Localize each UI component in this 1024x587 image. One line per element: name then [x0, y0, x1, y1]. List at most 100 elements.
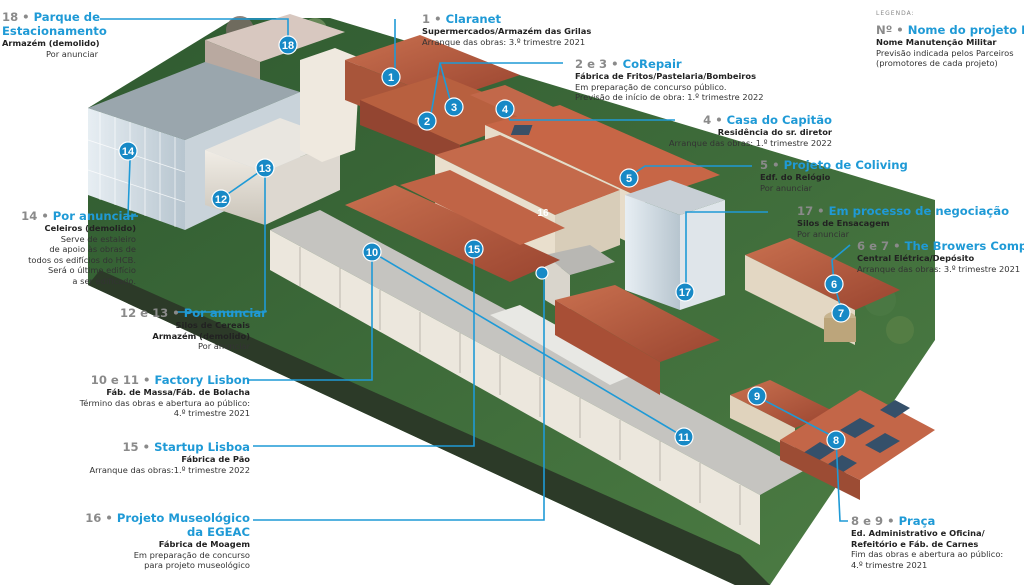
marker-13: 13	[255, 158, 275, 178]
svg-text:17: 17	[679, 287, 691, 299]
bullet-separator: •	[607, 57, 623, 71]
project-status: 4.º trimestre 2021	[851, 559, 928, 570]
project-number: 18	[2, 10, 19, 24]
marker-16: 16	[535, 208, 549, 280]
building-name: Silos de Ensacagem	[797, 218, 890, 228]
project-number: 5	[760, 158, 769, 172]
project-name: Casa do Capitão	[726, 113, 832, 127]
marker-1: 1	[381, 67, 401, 87]
bullet-separator: •	[138, 373, 155, 387]
bullet-separator: •	[711, 113, 727, 127]
svg-text:8: 8	[833, 435, 839, 447]
svg-text:9: 9	[754, 391, 760, 403]
svg-text:10: 10	[366, 247, 378, 259]
building-10	[345, 185, 560, 282]
project-number: 17	[797, 204, 814, 218]
legend-desc-2: (promotores de cada projeto)	[876, 58, 998, 69]
building-name: Fábrica de Pão	[181, 454, 250, 464]
building-name: Residência do sr. diretor	[717, 127, 832, 137]
building-name: Refeitório e Fáb. de Carnes	[851, 538, 979, 549]
svg-text:7: 7	[838, 308, 844, 320]
project-name: The Browers Company	[904, 239, 1024, 253]
legend-dot: •	[896, 23, 904, 37]
project-status: todos os edifícios do HCB.	[28, 254, 136, 265]
marker-3: 3	[444, 97, 464, 117]
building-refeitorio	[555, 285, 720, 362]
project-status: Por anunciar	[45, 48, 98, 59]
project-status: para projeto museológico	[144, 560, 250, 571]
project-name: Por anunciar	[52, 209, 136, 223]
bullet-separator: •	[889, 239, 905, 253]
bullet-separator: •	[883, 514, 899, 528]
project-name: Projeto Museológico	[116, 511, 250, 525]
bullet-separator: •	[101, 511, 117, 525]
legend-desc-1: Previsão indicada pelos Parceiros	[876, 47, 1014, 58]
project-status: 4.º trimestre 2021	[173, 408, 250, 419]
bullet-separator: •	[37, 209, 53, 223]
project-number: 6 e 7	[857, 239, 890, 253]
building-16	[435, 135, 620, 215]
project-name: Parque de	[33, 10, 100, 24]
svg-text:18: 18	[282, 40, 294, 52]
project-number: 8 e 9	[851, 514, 884, 528]
marker-pins: 18 1 2 3 4 5 6 7 8 9 10 11 12 13 14 15 1…	[118, 35, 851, 450]
project-name: Em processo de negociação	[828, 204, 1010, 218]
building-1	[345, 35, 520, 100]
building-5	[485, 105, 720, 200]
building-name: Celeiros (demolido)	[44, 223, 136, 233]
building-name: Central Elétrica/Depósito	[857, 253, 975, 263]
bullet-separator: •	[768, 158, 784, 172]
project-status: de apoio às obras de	[49, 244, 136, 255]
svg-text:4: 4	[502, 104, 509, 116]
svg-text:6: 6	[831, 279, 837, 291]
svg-text:16: 16	[537, 208, 549, 219]
project-name: CoRepair	[622, 57, 682, 71]
marker-6: 6	[824, 274, 844, 294]
bullet-separator: •	[430, 12, 446, 26]
legend-heading: Nome do projeto HCB	[907, 23, 1024, 37]
marker-4: 4	[495, 99, 515, 119]
legend: Nº • Nome do projeto HCB Nome Manutenção…	[876, 23, 1024, 69]
project-name: Startup Lisboa	[154, 440, 250, 454]
legend-sub: Nome Manutenção Militar	[876, 37, 997, 47]
project-status: Será o último edifício	[48, 265, 136, 276]
bullet-separator: •	[18, 10, 34, 24]
marker-18: 18	[278, 35, 298, 55]
project-status: Arranque das obras: 1.º trimestre 2022	[668, 137, 832, 148]
building-15	[400, 170, 565, 245]
legend-num: Nº	[876, 23, 893, 37]
project-number: 2 e 3	[575, 57, 608, 71]
bullet-separator: •	[813, 204, 829, 218]
marker-14: 14	[118, 141, 138, 161]
building-name: Ed. Administrativo e Oficina/	[851, 528, 985, 538]
svg-text:14: 14	[122, 146, 135, 158]
project-name: Praça	[898, 514, 936, 528]
building-name: Supermercados/Armazém das Grilas	[422, 26, 592, 36]
marker-9: 9	[747, 386, 767, 406]
svg-text:11: 11	[678, 432, 690, 444]
project-label-67: 6 e 7 • The Browers CompanyCentral Elétr…	[857, 239, 1024, 274]
project-number: 1	[422, 12, 431, 26]
project-status: Término das obras e abertura ao público:	[79, 397, 250, 408]
project-number: 12 e 13	[120, 306, 169, 320]
bullet-separator: •	[138, 440, 155, 454]
project-status: Por anunciar	[197, 341, 250, 352]
project-status: Arranque das obras: 3.º trimestre 2021	[422, 36, 586, 47]
project-name: Projeto de Coliving	[783, 158, 908, 172]
project-status: Arranque das obras:1.º trimestre 2022	[89, 464, 250, 475]
building-name: Armazém (demolido)	[2, 38, 100, 48]
marker-15: 15	[464, 239, 484, 259]
project-number: 14	[21, 209, 38, 223]
project-number: 15	[122, 440, 139, 454]
